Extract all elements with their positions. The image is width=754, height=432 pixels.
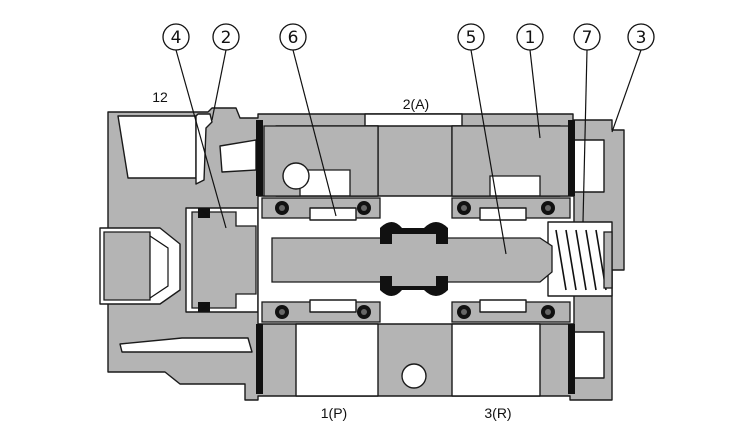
pilot-port-label: 12 bbox=[152, 89, 168, 105]
outlet-port-cavity bbox=[364, 113, 463, 127]
svg-text:5: 5 bbox=[466, 28, 477, 48]
callout-1: 1 bbox=[516, 23, 544, 51]
svg-text:3: 3 bbox=[636, 28, 647, 48]
piston-body bbox=[191, 211, 257, 309]
exhaust-port-cavity bbox=[451, 323, 541, 397]
body-seal-right-top bbox=[568, 120, 575, 196]
piston bbox=[191, 208, 257, 312]
spool-shaft bbox=[271, 237, 553, 283]
svg-text:7: 7 bbox=[582, 28, 593, 48]
lower-passage bbox=[119, 337, 253, 353]
upper-bore-hole bbox=[282, 162, 310, 190]
body-seal-right-bottom bbox=[568, 324, 575, 394]
callout-7: 7 bbox=[573, 23, 601, 51]
o-rings bbox=[256, 120, 575, 394]
outlet-port-label: 2(A) bbox=[403, 96, 429, 112]
spool bbox=[271, 222, 553, 296]
spring-seat bbox=[603, 231, 613, 289]
body-seal-left-top bbox=[256, 120, 263, 196]
end-cap-cavity-lower bbox=[569, 331, 605, 379]
return-spring bbox=[555, 229, 613, 291]
svg-text:6: 6 bbox=[288, 28, 299, 48]
supply-port-cavity bbox=[295, 323, 379, 397]
exhaust-port-label: 3(R) bbox=[484, 405, 511, 421]
lower-bore-hole bbox=[401, 363, 427, 389]
supply-port-label: 1(P) bbox=[321, 405, 347, 421]
svg-text:2: 2 bbox=[221, 28, 232, 48]
callout-5: 5 bbox=[457, 23, 485, 51]
svg-text:1: 1 bbox=[525, 28, 536, 48]
spool-sleeves bbox=[261, 197, 571, 323]
end-fitting bbox=[103, 231, 151, 301]
upper-passage bbox=[219, 139, 257, 173]
pilot-port-cavity bbox=[117, 115, 197, 179]
piston-seal-top bbox=[198, 208, 210, 218]
leader-lines bbox=[175, 49, 642, 255]
end-cap-cavity bbox=[573, 139, 605, 193]
callout-4: 4 bbox=[162, 23, 190, 51]
callout-3: 3 bbox=[627, 23, 655, 51]
spring-coils bbox=[555, 229, 607, 291]
body-seal-left-bottom bbox=[256, 324, 263, 394]
svg-text:4: 4 bbox=[171, 28, 182, 48]
piston-seal-bottom bbox=[198, 302, 210, 312]
callout-6: 6 bbox=[279, 23, 307, 51]
callout-2: 2 bbox=[212, 23, 240, 51]
spring-chamber bbox=[547, 221, 613, 297]
